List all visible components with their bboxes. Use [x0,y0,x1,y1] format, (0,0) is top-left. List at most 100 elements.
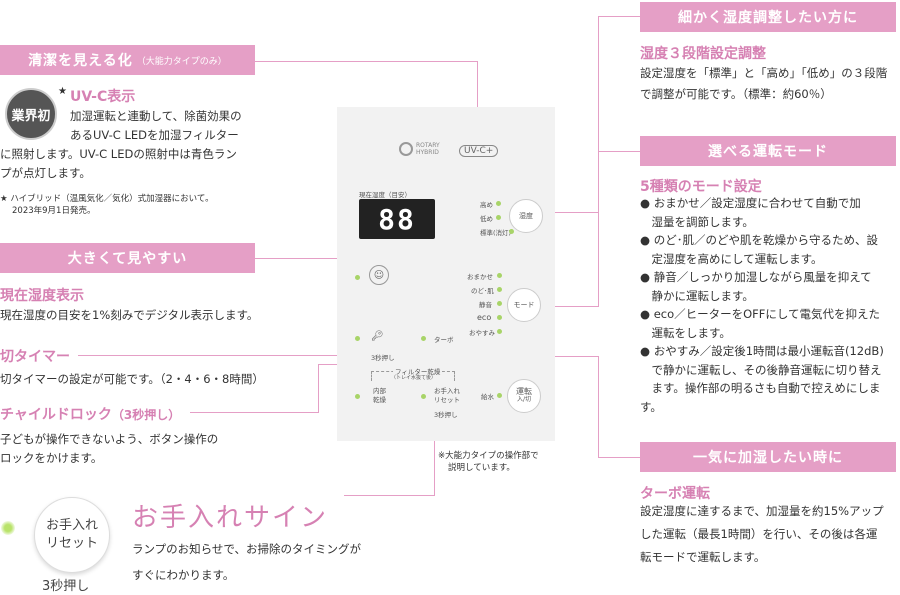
filter-sub: （トレイ水抜て後） [391,375,437,381]
mode-banner: 選べる運転モード [640,136,896,166]
connector-timer-h [78,355,378,356]
panel-footnote-1: ※大能力タイプの操作部で [438,451,539,461]
mode-item-omakase-2: 湿量を調節します。 [640,214,754,229]
clean-banner-note: （大能力タイプのみ） [136,56,227,67]
care-reset-line2: リセット [45,536,98,551]
visible-banner: 大きくて見やすい [0,243,255,273]
connector-mode-h [598,151,640,152]
mode-button[interactable]: モード [507,288,541,322]
rotary-hybrid-logo: ROTARY HYBRID [399,142,440,156]
connector-uvc-h [255,61,477,62]
connector-display-h [255,258,397,259]
level-high-label: 高め [480,201,493,209]
uvc-note-2: 2023年9月1日発売。 [12,206,96,216]
clean-banner-title: 清潔を見える化 [28,53,133,69]
mode-item-throat-1: ● のど･肌／のどや肌を乾燥から守るため、設 [640,233,878,247]
care-body-2: すぐにわかります。 [132,568,235,582]
filter-label: フィルター乾燥 [393,366,443,376]
connector-turbo-h2 [598,457,640,458]
humidity-button[interactable]: 湿度 [509,199,543,233]
uvc-body-1: 加湿運転と連動して、除菌効果の [70,109,242,123]
uvc-heading: UV-C表示 [70,89,136,105]
lock-body-2: ロックをかけます。 [0,451,103,465]
turbo-body-3: 転モードで運転します。 [640,550,766,564]
care-led-glow [1,521,15,535]
clean-banner: 清潔を見える化 （大能力タイプのみ） [0,45,255,75]
mode-eco-led [497,315,502,320]
uvc-body-2: あるUV-C LEDを加湿フィルター [70,128,239,142]
mode-list: ● おまかせ／設定湿度に合わせて自動で加 湿量を調節します。 ● のど･肌／のど… [640,194,898,416]
power-button-label: 運転 [516,387,532,396]
lock-body-1: 子どもが操作できないよう、ボタン操作の [0,432,219,446]
connector-lock-h [190,412,318,413]
uvc-lamp-led [355,275,360,280]
mode-sleep-label: おやすみ [469,329,495,337]
water-label: 給水 [481,393,494,401]
logo-circle-icon [399,142,413,156]
care-press-note: 3秒押し [42,579,90,594]
mode-eco-label: eco [477,313,492,322]
care-press-label: 3秒押し [434,411,458,419]
level-high-led [496,201,501,206]
key-icon: 🔑︎ [371,331,384,342]
control-panel: ROTARY HYBRID UV-C+ 現在湿度（目安） 88 高め 低め 標準… [337,107,555,441]
connector-humidity-h [598,16,640,17]
mode-item-sleep-3: ます。操作部の明るさも自動で控えめにします。 [640,381,881,414]
turbo-label: ターボ [434,336,454,344]
mode-item-quiet-1: ● 静音／しっかり加湿しながら風量を抑えて [640,270,872,284]
humidity-display-heading: 現在湿度表示 [0,288,84,304]
connector-humidity-h2 [545,212,599,213]
turbo-banner: 一気に加湿したい時に [640,442,896,472]
connector-uvc-v [477,61,478,147]
mode-item-eco-2: 運転をします。 [640,325,731,340]
water-led [497,393,502,398]
logo-line1: ROTARY [416,142,440,149]
uvc-body-3: に照射します。UV-C LEDの照射中は青色ラン [0,147,237,161]
logo-line2: HYBRID [416,149,439,156]
dry-label[interactable]: 内部 乾燥 [373,387,386,404]
mode-heading: 5種類のモード設定 [640,179,762,195]
child-face-icon: ☺ [369,265,389,285]
humidity-display-body: 現在湿度の目安を1%刻みでデジタル表示します。 [0,308,259,322]
connector-care-h [344,495,435,496]
mode-throat-led [497,287,502,292]
mode-item-sleep-2: で静かに運転し、その後静音運転に切り替え [640,362,882,377]
display-label: 現在湿度（目安） [359,191,411,199]
dry-led [355,394,360,399]
mode-banner-title: 選べる運転モード [708,144,828,160]
visible-banner-title: 大きくて見やすい [67,251,188,267]
turbo-body-1: 設定湿度に達するまで、加湿量を約15%アップ [640,504,884,518]
level-std-led [509,229,514,234]
timer-heading: 切タイマー [0,349,70,365]
level-low-label: 低め [480,215,493,223]
care-led [421,394,426,399]
care-reset-button[interactable]: お手入れ リセット [34,497,110,573]
lock-press-label: 3秒押し [371,354,395,362]
connector-lock-v [318,364,319,413]
connector-humidity-v [598,16,599,212]
humidity-heading: 湿度３段階設定調整 [640,46,766,62]
panel-footnote-2: 説明しています。 [448,463,515,473]
uvc-indicator: UV-C+ [459,145,499,157]
humidity-banner: 細かく湿度調整したい方に [640,2,896,32]
timer-led [355,336,360,341]
turbo-heading: ターボ運転 [640,486,710,502]
lock-heading-text: チャイルドロック [0,407,112,423]
humidity-display: 88 [359,199,435,239]
level-low-led [496,215,501,220]
uvc-note-1: ★ ハイブリッド（温風気化／気化）式加湿器において。 [0,194,214,204]
humidity-body-1: 設定湿度を「標準」と「高め」「低め」の３段階 [640,66,888,80]
mode-item-quiet-2: 静かに運転します。 [640,288,754,303]
mode-sleep-led [497,329,502,334]
mode-item-omakase-1: ● おまかせ／設定湿度に合わせて自動で加 [640,196,861,210]
care-panel-label[interactable]: お手入れ リセット [434,387,460,404]
connector-turbo-v [598,356,599,457]
connector-care-v [434,410,435,496]
care-body-1: ランプのお知らせで、お掃除のタイミングが [132,542,361,556]
lock-heading-note: （3秒押し） [111,408,181,422]
mode-quiet-led [497,301,502,306]
power-button[interactable]: 運転 入/切 [507,379,541,413]
mode-quiet-label: 静音 [479,301,492,309]
care-heading: お手入れサイン [132,503,329,533]
mode-item-sleep-1: ● おやすみ／設定後1時間は最小運転音(12dB) [640,344,884,358]
